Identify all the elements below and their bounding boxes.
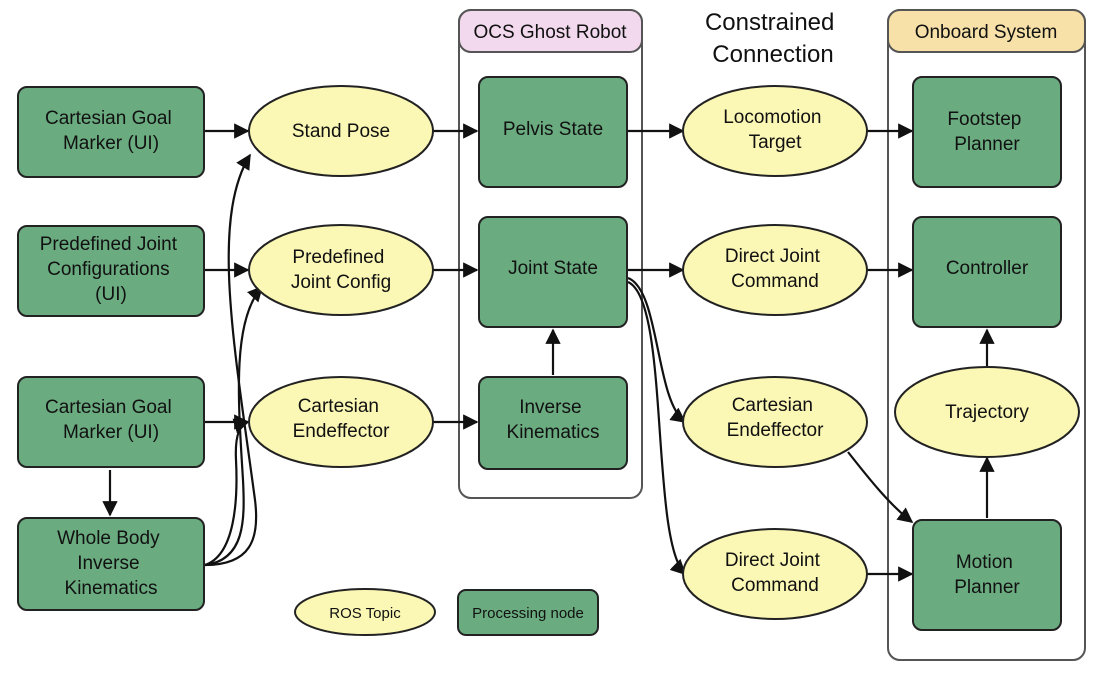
svg-text:ROS Topic: ROS Topic	[329, 605, 401, 622]
svg-text:Inverse Kinematics: Inverse Kinematics	[507, 397, 600, 443]
node-motion-planner: Motion Planner	[912, 519, 1062, 631]
edges	[102, 123, 995, 582]
svg-text:Controller: Controller	[946, 258, 1029, 279]
edge-joint-djc-bottom	[627, 280, 687, 576]
svg-text:Footstep Planner: Footstep Planner	[947, 109, 1026, 155]
edge-wbik-config	[204, 285, 264, 567]
node-predefined-joint-configurations: Predefined Joint Configurations (UI)	[17, 225, 205, 317]
svg-text:Pelvis State: Pelvis State	[503, 119, 603, 140]
node-cartesian-goal-marker-2: Cartesian Goal Marker (UI)	[17, 376, 205, 468]
svg-text:Processing node: Processing node	[472, 605, 584, 622]
group-onboard-system: Onboard System	[887, 9, 1086, 661]
legend-ros-topic: ROS Topic	[294, 588, 436, 636]
topic-predefined-joint-config: Predefined Joint Config	[248, 224, 434, 316]
legend-processing-node: Processing node	[457, 589, 599, 636]
topic-trajectory: Trajectory	[894, 366, 1080, 458]
topic-direct-joint-command-top: Direct Joint Command	[682, 224, 868, 316]
ros-topics: Stand Pose Predefined Joint Config Carte…	[248, 85, 1080, 620]
edge-joint-cart-right	[627, 276, 687, 423]
svg-text:Stand Pose: Stand Pose	[292, 121, 390, 142]
svg-text:Cartesian Goal Marker: Cartesian Goal Marker (UI)	[45, 397, 177, 443]
topic-stand-pose: Stand Pose	[248, 85, 434, 177]
node-cartesian-goal-marker-1: Cartesian Goal Marker (UI)	[17, 86, 205, 178]
svg-text:Predefined Joint Confi: Predefined Joint Configurations (UI)	[40, 234, 183, 305]
group-ocs-label: OCS Ghost Robot	[473, 22, 627, 43]
svg-text:Cartesian Goal Marker: Cartesian Goal Marker (UI)	[45, 108, 177, 154]
svg-text:Whole Body Inverse: Whole Body Inverse Kinematics	[57, 528, 165, 599]
group-onboard-label: Onboard System	[915, 22, 1058, 43]
svg-text:Cartesian Endeffector: Cartesian Endeffector	[727, 395, 825, 441]
node-controller: Controller	[912, 216, 1062, 328]
group-ocs-ghost-robot: OCS Ghost Robot	[458, 9, 643, 499]
svg-text:Trajectory: Trajectory	[945, 402, 1029, 423]
edge-wbik-stand	[204, 153, 258, 567]
legend: ROS Topic Processing node	[294, 588, 599, 636]
topic-locomotion-target: Locomotion Target	[682, 85, 868, 177]
svg-text:Locomotion Target: Locomotion Target	[723, 107, 827, 153]
topic-cartesian-endeffector-right: Cartesian Endeffector	[682, 376, 868, 468]
svg-text:Cartesian Endeffector: Cartesian Endeffector	[293, 396, 391, 442]
svg-text:Motion Planner: Motion Planner	[954, 552, 1020, 598]
topic-direct-joint-command-bottom: Direct Joint Command	[682, 528, 868, 620]
node-inverse-kinematics: Inverse Kinematics	[478, 376, 628, 470]
node-pelvis-state: Pelvis State	[478, 76, 628, 188]
topic-cartesian-endeffector-left: Cartesian Endeffector	[248, 376, 434, 468]
svg-text:Direct Joint Command: Direct Joint Command	[725, 550, 825, 596]
svg-text:Joint State: Joint State	[508, 258, 598, 279]
processing-nodes: Cartesian Goal Marker (UI) Predefined Jo…	[17, 76, 1062, 631]
node-whole-body-inverse-kinematics: Whole Body Inverse Kinematics	[17, 517, 205, 611]
edge-wbik-cart	[204, 418, 250, 567]
svg-text:Direct Joint Command: Direct Joint Command	[725, 246, 825, 292]
constrained-connection-label: Constrained Connection	[705, 9, 841, 68]
edge-cart-motion	[847, 451, 914, 523]
svg-text:Predefined Joint Confi: Predefined Joint Config	[291, 247, 391, 293]
node-joint-state: Joint State	[478, 216, 628, 328]
node-footstep-planner: Footstep Planner	[912, 76, 1062, 188]
